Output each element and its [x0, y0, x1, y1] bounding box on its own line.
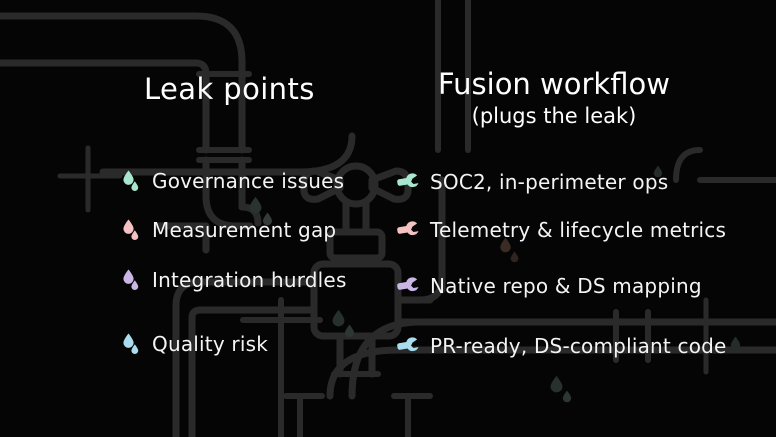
list-item: Telemetry & lifecycle metrics [396, 217, 726, 243]
list-item: Governance issues [118, 168, 344, 194]
wrench-icon [397, 277, 419, 292]
list-item: Integration hurdles [118, 267, 347, 293]
list-item-label: Measurement gap [152, 218, 337, 242]
right-column-subheading: (plugs the leak) [471, 104, 637, 128]
droplet-icon [123, 269, 139, 290]
list-item-label: Governance issues [152, 169, 345, 193]
right-column-heading: Fusion workflow [438, 67, 670, 101]
droplet-icon [123, 170, 139, 191]
list-item-label: Telemetry & lifecycle metrics [430, 218, 727, 242]
list-item-label: Quality risk [152, 332, 269, 356]
list-item: SOC2, in-perimeter ops [396, 169, 668, 195]
right-column-heading-block: Fusion workflow (plugs the leak) [404, 67, 704, 130]
droplet-icon [123, 219, 139, 240]
list-item: PR-ready, DS-compliant code [396, 333, 727, 359]
list-item-label: PR-ready, DS-compliant code [430, 334, 727, 358]
wrench-icon [397, 337, 419, 352]
list-item-label: Native repo & DS mapping [430, 274, 702, 298]
list-item: Measurement gap [118, 217, 336, 243]
wrench-icon [397, 173, 419, 188]
list-item: Native repo & DS mapping [396, 273, 702, 299]
left-column-heading: Leak points [144, 72, 315, 106]
wrench-icon [397, 221, 419, 236]
droplet-icon [123, 333, 139, 354]
list-item: Quality risk [118, 331, 268, 357]
list-item-label: Integration hurdles [152, 268, 347, 292]
list-item-label: SOC2, in-perimeter ops [430, 170, 669, 194]
